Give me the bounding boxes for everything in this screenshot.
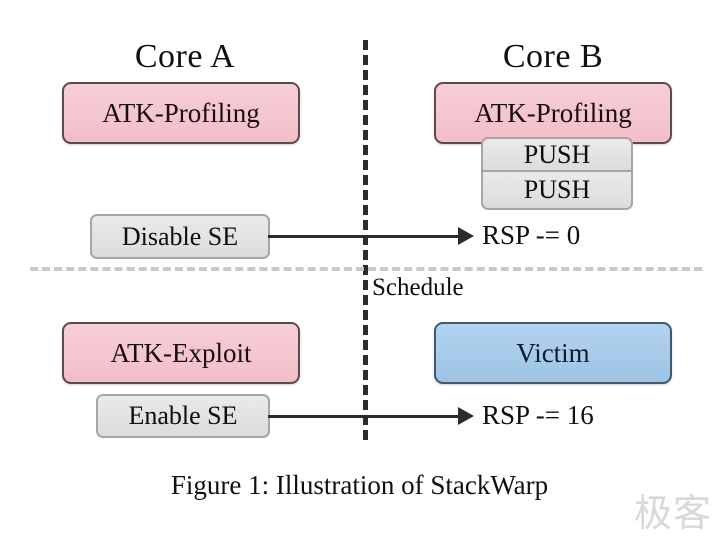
phase-separator-dashed-line (30, 267, 702, 271)
enable-se-arrow-line (268, 415, 460, 418)
rsp-result-top: RSP -= 0 (482, 220, 581, 250)
core-a-atk-exploit-box: ATK-Exploit (62, 322, 300, 384)
disable-se-box: Disable SE (90, 214, 270, 259)
push-box-2: PUSH (481, 172, 633, 210)
core-a-heading: Core A (134, 38, 236, 75)
enable-se-box: Enable SE (96, 394, 270, 438)
figure-caption: Figure 1: Illustration of StackWarp (170, 470, 549, 500)
push-box-1: PUSH (481, 137, 633, 172)
enable-se-arrow-head-icon (458, 407, 474, 425)
watermark-text: 极客 (634, 491, 713, 535)
core-b-victim-box: Victim (434, 322, 672, 384)
core-separator-dashed-line (363, 40, 368, 440)
core-b-heading: Core B (502, 38, 604, 75)
disable-se-arrow-line (268, 235, 460, 238)
core-b-atk-profiling-box: ATK-Profiling (434, 82, 672, 144)
rsp-result-bottom: RSP -= 16 (482, 400, 594, 430)
core-a-atk-profiling-box: ATK-Profiling (62, 82, 300, 144)
schedule-label: Schedule (372, 274, 464, 301)
disable-se-arrow-head-icon (458, 227, 474, 245)
